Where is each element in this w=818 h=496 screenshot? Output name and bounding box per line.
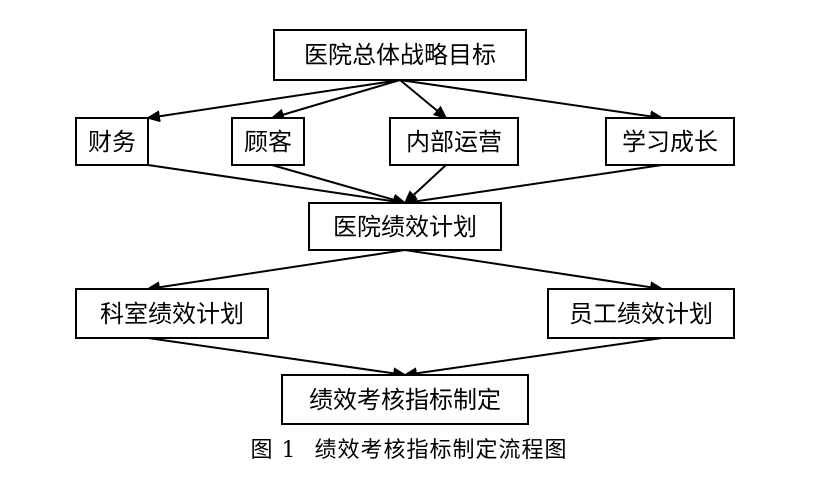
figure-title: 绩效考核指标制定流程图 bbox=[314, 438, 568, 463]
node-customer: 顾客 bbox=[231, 117, 305, 166]
node-strategy: 医院总体战略目标 bbox=[273, 29, 527, 81]
edge-strategy-customer bbox=[270, 79, 401, 121]
node-finance-label: 财务 bbox=[88, 128, 136, 156]
node-finance: 财务 bbox=[75, 117, 149, 166]
node-kpi: 绩效考核指标制定 bbox=[281, 374, 529, 425]
edges bbox=[146, 79, 664, 380]
figure-number: 图 1 bbox=[250, 438, 297, 463]
edge-hospital-staff bbox=[404, 249, 664, 294]
node-dept-plan: 科室绩效计划 bbox=[75, 288, 269, 339]
node-kpi-label: 绩效考核指标制定 bbox=[309, 386, 501, 414]
edge-hospital-dept bbox=[146, 249, 406, 294]
node-learning-label: 学习成长 bbox=[622, 128, 718, 156]
node-staff-plan-label: 员工绩效计划 bbox=[569, 300, 713, 328]
edge-customer-hospital bbox=[271, 164, 407, 206]
node-staff-plan: 员工绩效计划 bbox=[547, 288, 735, 339]
edge-strategy-finance bbox=[146, 79, 401, 123]
edge-dept-kpi bbox=[147, 337, 407, 380]
node-hospital-plan-label: 医院绩效计划 bbox=[333, 213, 477, 241]
edge-strategy-learning bbox=[399, 79, 664, 123]
node-hospital-plan: 医院绩效计划 bbox=[308, 202, 502, 251]
edge-learning-hospital bbox=[403, 164, 663, 208]
node-internal: 内部运营 bbox=[389, 117, 519, 166]
node-customer-label: 顾客 bbox=[244, 128, 292, 156]
node-dept-plan-label: 科室绩效计划 bbox=[100, 300, 244, 328]
node-strategy-label: 医院总体战略目标 bbox=[304, 41, 496, 69]
edge-finance-hospital bbox=[147, 164, 407, 208]
edge-staff-kpi bbox=[403, 337, 663, 380]
node-learning: 学习成长 bbox=[605, 117, 735, 166]
figure-caption: 图 1 绩效考核指标制定流程图 bbox=[0, 432, 818, 464]
edge-strategy-internal bbox=[399, 79, 448, 120]
node-internal-label: 内部运营 bbox=[406, 128, 502, 156]
